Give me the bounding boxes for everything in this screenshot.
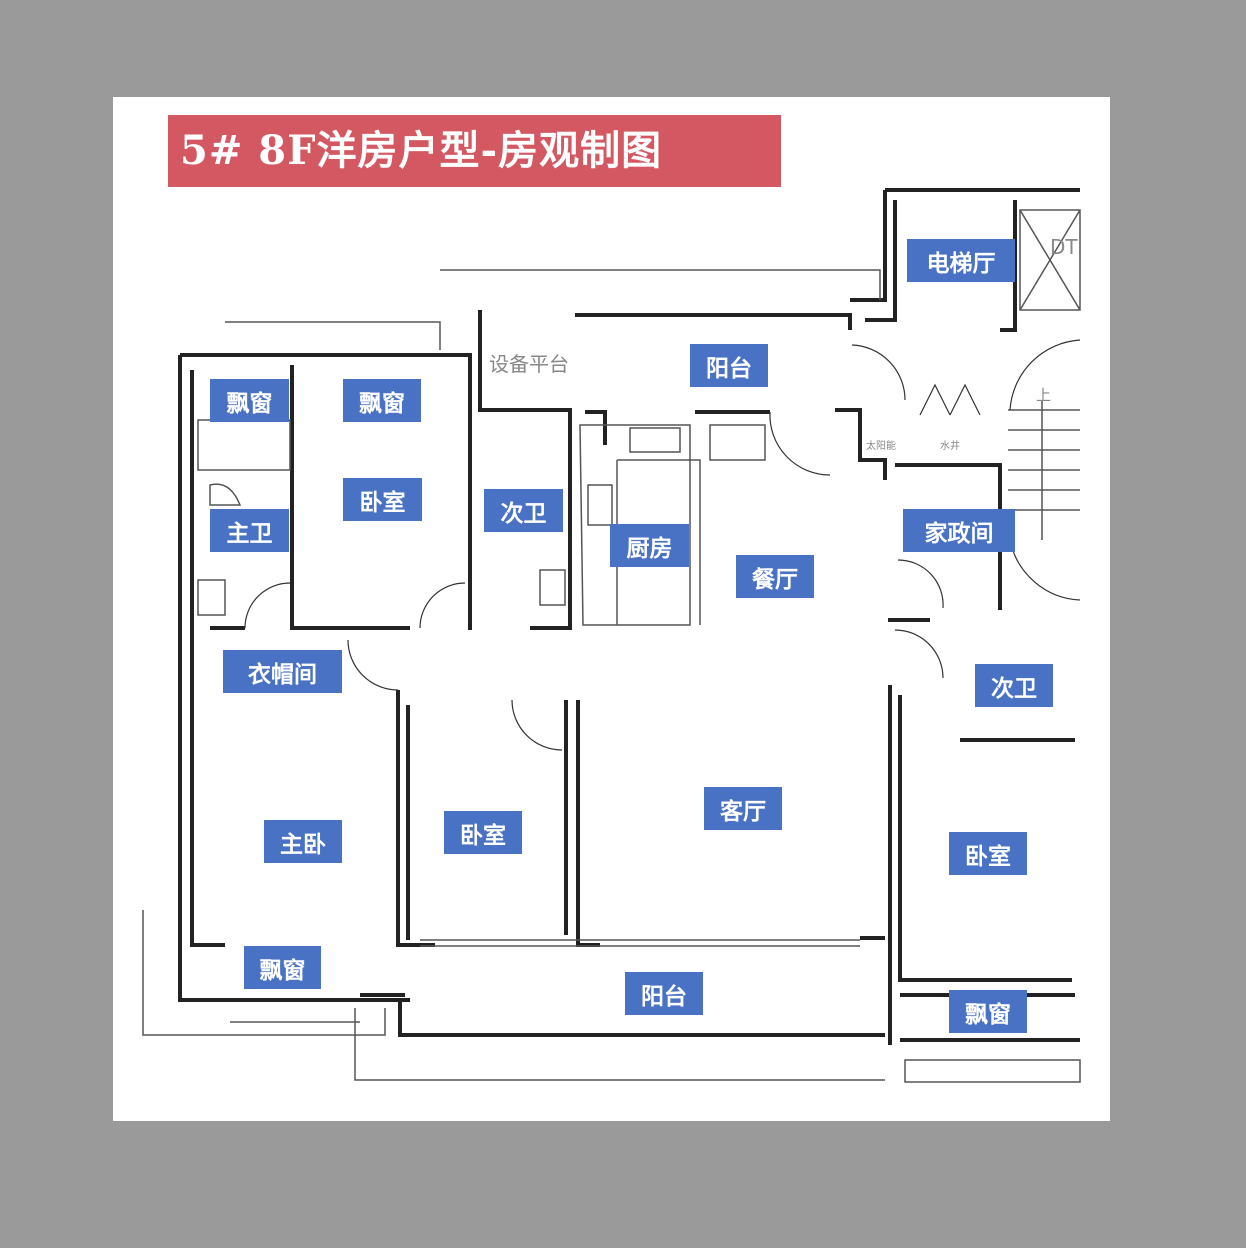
room-label-utility-room: 家政间 [903, 509, 1015, 552]
room-label-bay-window: 飘窗 [244, 946, 321, 989]
solar-label: 太阳能 [866, 441, 896, 452]
room-label-elevator-hall: 电梯厅 [907, 239, 1015, 282]
room-label-master-bedroom: 主卧 [264, 820, 342, 863]
room-label-bay-window: 飘窗 [343, 379, 421, 422]
room-label-cloakroom: 衣帽间 [223, 650, 342, 693]
elevator-label: DT [1050, 235, 1078, 259]
room-label-bay-window: 飘窗 [210, 379, 289, 422]
room-label-master-bath: 主卫 [210, 509, 289, 552]
room-label-bedroom: 卧室 [444, 811, 522, 854]
room-label-kitchen: 厨房 [610, 524, 689, 567]
page-title: 5# 8F洋房户型-房观制图 [168, 115, 781, 187]
room-label-living-room: 客厅 [704, 787, 782, 830]
equipment-platform-label: 设备平台 [489, 352, 569, 376]
stairs-up-label: 上 [1036, 386, 1052, 404]
room-label-bedroom: 卧室 [949, 832, 1027, 875]
room-label-bay-window: 飘窗 [949, 990, 1027, 1033]
room-label-secondary-bath: 次卫 [484, 489, 563, 532]
room-label-balcony-bottom: 阳台 [625, 972, 703, 1015]
room-label-dining-room: 餐厅 [736, 555, 814, 598]
water-well-label: 水井 [940, 441, 960, 452]
room-label-balcony-top: 阳台 [690, 344, 768, 387]
room-label-bedroom: 卧室 [343, 478, 422, 521]
room-label-secondary-bath: 次卫 [975, 664, 1053, 707]
